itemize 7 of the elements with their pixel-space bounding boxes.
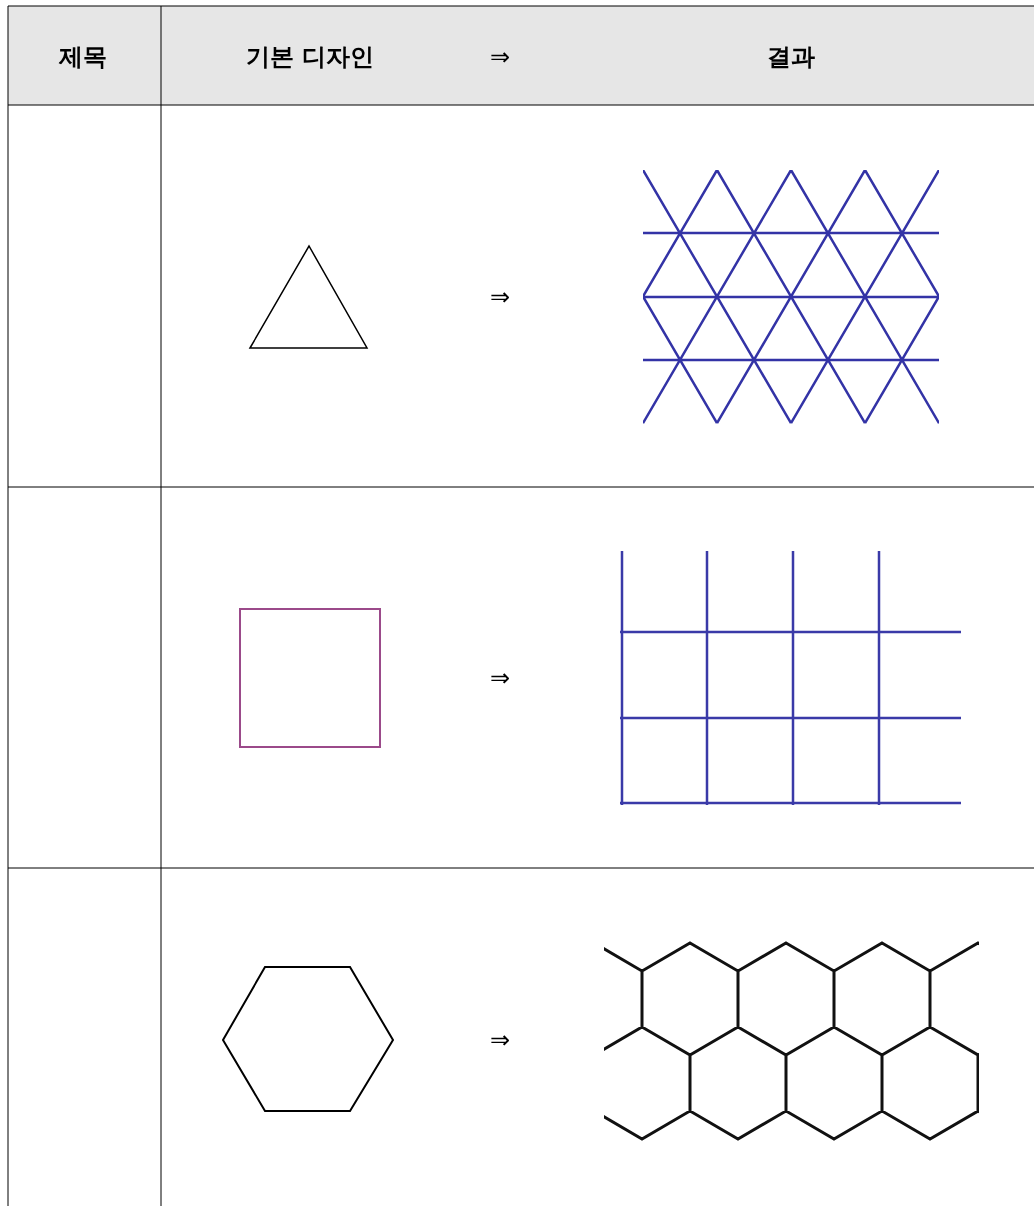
- arrow-symbol: ⇒: [489, 283, 511, 311]
- column-header: 제목: [59, 42, 107, 73]
- arrow-symbol: ⇒: [489, 1026, 511, 1054]
- arrow-symbol: ⇒: [489, 664, 511, 692]
- arrow-symbol: ⇒: [489, 43, 511, 71]
- column-header: 기본 디자인: [245, 42, 375, 73]
- column-header: 결과: [767, 42, 815, 73]
